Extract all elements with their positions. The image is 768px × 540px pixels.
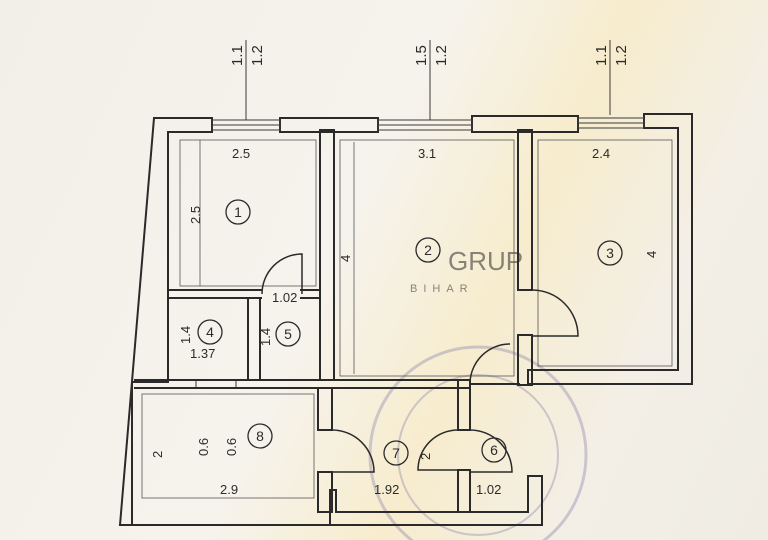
dimension-labels: 2.5 2.5 3.1 4 2.4 4 1.02 1.4 1.37 1.4 2 … <box>150 146 659 497</box>
opening-labels: 1.1 1.2 1.5 1.2 1.1 1.2 <box>229 45 630 66</box>
dim-r8-window-a: 0.6 <box>196 438 211 456</box>
exterior-walls <box>118 113 693 526</box>
dim-r8-window-b: 0.6 <box>224 438 239 456</box>
stamp-inner-ring <box>397 374 559 536</box>
opening-1-top: 1.1 <box>229 45 246 66</box>
room-4-circle <box>197 319 223 345</box>
dim-r1-width: 2.5 <box>232 146 250 161</box>
wall-8-7-bottom <box>317 471 333 513</box>
room-2-circle <box>415 237 441 263</box>
room-5-number: 5 <box>284 326 292 342</box>
door-2 <box>469 343 511 385</box>
dim-r1-depth: 2.5 <box>188 206 203 224</box>
wall-corridor-top <box>134 379 470 389</box>
window-8 <box>195 379 237 389</box>
room-1-number: 1 <box>234 204 242 220</box>
dim-r6-width: 1.02 <box>476 482 501 497</box>
wall-1-bottom <box>168 289 262 299</box>
watermark-sub: BIHAR <box>410 283 474 295</box>
dim-r7-width: 1.92 <box>374 482 399 497</box>
room-1-circle <box>225 199 251 225</box>
dim-r4-width: 1.37 <box>190 346 215 361</box>
dim-door-1-02: 1.02 <box>272 290 297 305</box>
opening-3-bottom: 1.2 <box>613 45 630 66</box>
door-7 <box>417 429 459 471</box>
interior-walls <box>134 129 533 513</box>
room-6-circle <box>481 437 507 463</box>
room-7-number: 7 <box>392 445 400 461</box>
dim-r2-depth: 4 <box>338 255 353 262</box>
wall-1-2 <box>319 129 335 381</box>
dim-r3-width: 2.4 <box>592 146 610 161</box>
room-5-circle <box>275 321 301 347</box>
room-numbers: 1 2 3 4 5 6 7 8 <box>206 204 614 461</box>
finish-lines <box>141 139 673 499</box>
dim-r3-depth: 4 <box>644 251 659 258</box>
room-4-number: 4 <box>206 324 214 340</box>
doors <box>261 253 579 473</box>
dim-r2-width: 3.1 <box>418 146 436 161</box>
room-7-circle <box>383 440 409 466</box>
room-8-circle <box>247 423 273 449</box>
room-2-number: 2 <box>424 242 432 258</box>
room-3-circle <box>597 240 623 266</box>
door-1 <box>261 253 303 295</box>
door-3 <box>531 289 579 337</box>
dim-r5-depth: 1.4 <box>258 328 273 346</box>
watermark-brand: GRUP <box>448 246 523 276</box>
room-8-number: 8 <box>256 428 264 444</box>
wall-7-6 <box>457 379 471 431</box>
dim-r8-width: 2.9 <box>220 482 238 497</box>
dim-r4-depth: 1.4 <box>178 326 193 344</box>
wall-8-7-top <box>317 387 333 431</box>
opening-2-bottom: 1.2 <box>433 45 450 66</box>
dim-r7-depth: 2 <box>418 453 433 460</box>
door-6 <box>469 429 513 473</box>
wall-2-3-bottom <box>517 334 533 386</box>
opening-3-top: 1.1 <box>593 45 610 66</box>
opening-1-bottom: 1.2 <box>249 45 266 66</box>
door-8 <box>331 429 375 473</box>
outer-wall-left <box>118 117 543 526</box>
outer-wall-right <box>527 113 693 385</box>
opening-leaders <box>245 40 611 120</box>
room-6-number: 6 <box>490 442 498 458</box>
wall-2-3-top <box>517 129 533 291</box>
room-3-number: 3 <box>606 245 614 261</box>
opening-2-top: 1.5 <box>413 45 430 66</box>
dim-r8-depth: 2 <box>150 451 165 458</box>
room-markers <box>197 199 623 466</box>
